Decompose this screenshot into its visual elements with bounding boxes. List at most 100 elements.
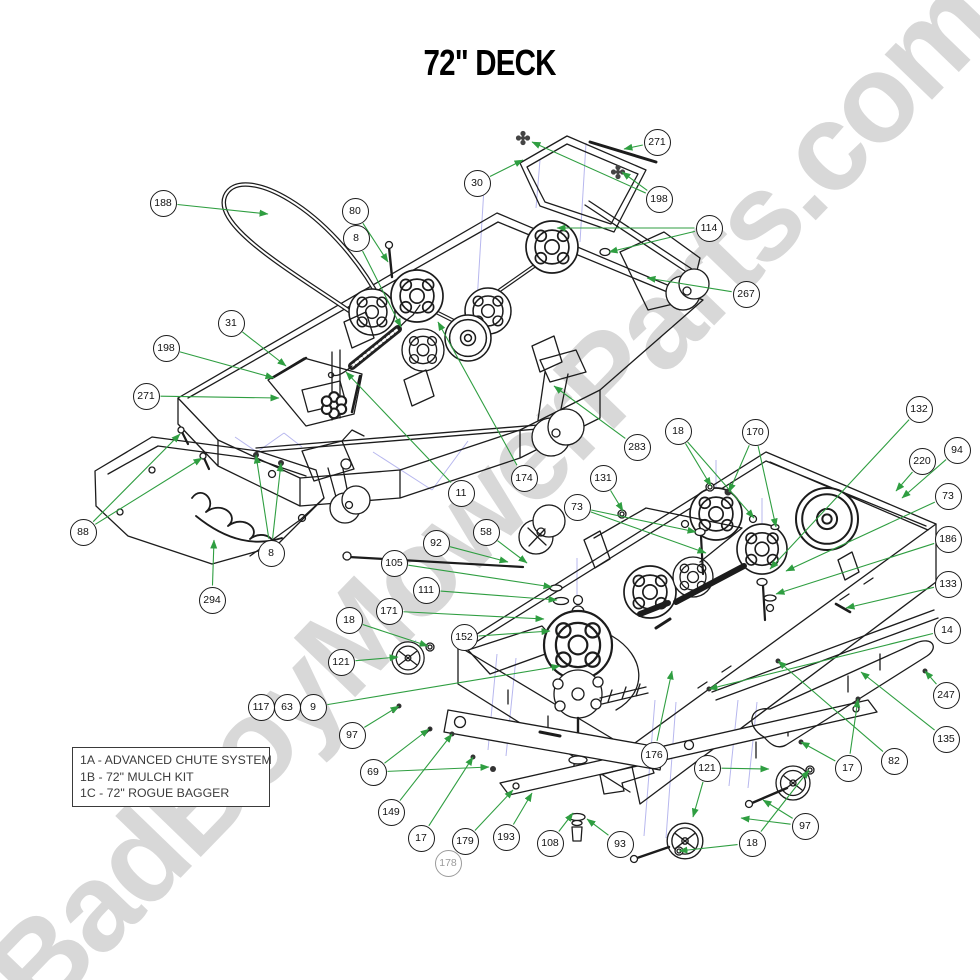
leader-line-93 — [586, 818, 609, 836]
tension-spring — [327, 304, 421, 379]
callout-97-2[interactable]: 97 — [791, 812, 819, 840]
callout-133[interactable]: 133 — [934, 570, 962, 598]
callout-247[interactable]: 247 — [932, 681, 960, 709]
callout-73-2[interactable]: 73 — [934, 482, 962, 510]
callout-30[interactable]: 30 — [463, 169, 491, 197]
callout-121[interactable]: 121 — [327, 648, 355, 676]
callout-9[interactable]: 9 — [299, 693, 327, 721]
callout-14[interactable]: 14 — [933, 616, 961, 644]
leader-line-58 — [497, 540, 528, 564]
callout-17-2[interactable]: 17 — [407, 824, 435, 852]
leader-line-176 — [656, 670, 674, 741]
page-title: 72" DECK — [423, 42, 557, 83]
leader-line-69 — [387, 763, 490, 772]
callout-179[interactable]: 179 — [451, 827, 479, 855]
callout-18-3[interactable]: 18 — [738, 829, 766, 857]
callout-271-2[interactable]: 271 — [132, 382, 160, 410]
leader-line-267 — [646, 275, 732, 293]
leader-line-294 — [210, 539, 218, 586]
leader-line-18 — [760, 769, 810, 832]
leader-line-18 — [684, 443, 712, 487]
callout-105[interactable]: 105 — [380, 549, 408, 577]
callout-58[interactable]: 58 — [472, 518, 500, 546]
leader-line-247 — [924, 670, 937, 685]
callout-111[interactable]: 111 — [412, 576, 440, 604]
center-spindle — [542, 594, 640, 777]
leader-line-8 — [253, 454, 270, 539]
callout-132[interactable]: 132 — [905, 395, 933, 423]
callout-121-2[interactable]: 121 — [693, 754, 721, 782]
leader-line-131 — [610, 490, 624, 512]
leader-line-121 — [721, 765, 770, 773]
callout-220[interactable]: 220 — [908, 447, 936, 475]
callout-69[interactable]: 69 — [359, 758, 387, 786]
callout-82[interactable]: 82 — [880, 747, 908, 775]
callout-117[interactable]: 117 — [247, 693, 275, 721]
leader-line-8 — [362, 250, 402, 328]
leader-line-92 — [449, 546, 509, 564]
leader-line-198 — [621, 171, 648, 191]
callout-283[interactable]: 283 — [623, 433, 651, 461]
chute-deflector — [515, 130, 658, 233]
callout-93[interactable]: 93 — [606, 830, 634, 858]
leader-line-121 — [691, 781, 704, 818]
leader-line-73 — [590, 511, 707, 554]
callout-73[interactable]: 73 — [563, 493, 591, 521]
callout-92[interactable]: 92 — [422, 529, 450, 557]
callout-94[interactable]: 94 — [943, 436, 971, 464]
leader-line-17 — [800, 741, 836, 762]
leader-line-179 — [474, 789, 514, 831]
callout-97[interactable]: 97 — [338, 721, 366, 749]
callout-171[interactable]: 171 — [375, 597, 403, 625]
callout-8-2[interactable]: 8 — [257, 539, 285, 567]
legend-rows: 1A - ADVANCED CHUTE SYSTEM 1B - 72" MULCH… — [80, 752, 272, 802]
callout-135[interactable]: 135 — [932, 725, 960, 753]
callout-131[interactable]: 131 — [589, 464, 617, 492]
leader-line-97 — [364, 705, 400, 728]
lower-pulleys — [623, 486, 860, 619]
callout-267[interactable]: 267 — [732, 280, 760, 308]
callout-188[interactable]: 188 — [149, 189, 177, 217]
leader-line-73 — [785, 501, 936, 572]
leader-line-170 — [757, 446, 778, 528]
callout-198[interactable]: 198 — [645, 185, 673, 213]
legend: 1A - ADVANCED CHUTE SYSTEM 1B - 72" MULCH… — [72, 747, 272, 807]
callout-176[interactable]: 176 — [640, 741, 668, 769]
leader-line-17 — [428, 756, 474, 827]
callout-149[interactable]: 149 — [377, 798, 405, 826]
leader-line-132 — [769, 419, 910, 570]
leader-line-108 — [558, 812, 574, 832]
callout-152[interactable]: 152 — [450, 623, 478, 651]
caster-wheels — [327, 349, 587, 524]
callout-18[interactable]: 18 — [664, 417, 692, 445]
leader-line-11 — [345, 371, 452, 483]
callout-108[interactable]: 108 — [536, 829, 564, 857]
leader-line-30 — [489, 159, 524, 178]
callout-198-2[interactable]: 198 — [152, 334, 180, 362]
callout-80[interactable]: 80 — [341, 197, 369, 225]
callout-186[interactable]: 186 — [934, 525, 962, 553]
callout-63[interactable]: 63 — [273, 693, 301, 721]
callout-31[interactable]: 31 — [217, 309, 245, 337]
idler-pin — [384, 240, 394, 279]
callout-11[interactable]: 11 — [447, 479, 475, 507]
callout-178[interactable]: 178 — [434, 849, 462, 877]
callout-17[interactable]: 17 — [834, 754, 862, 782]
callout-18-2[interactable]: 18 — [335, 606, 363, 634]
callout-114[interactable]: 114 — [695, 214, 723, 242]
leader-line-73 — [591, 509, 697, 534]
callout-88[interactable]: 88 — [69, 518, 97, 546]
callout-294[interactable]: 294 — [198, 586, 226, 614]
legend-item: 1B - 72" MULCH KIT — [80, 769, 194, 784]
callout-174[interactable]: 174 — [510, 464, 538, 492]
leader-line-220 — [895, 471, 913, 492]
callout-170[interactable]: 170 — [741, 418, 769, 446]
legend-item: 1A - ADVANCED CHUTE SYSTEM — [80, 753, 272, 767]
callout-8[interactable]: 8 — [342, 224, 370, 252]
leader-line-198 — [531, 141, 646, 194]
callout-193[interactable]: 193 — [492, 823, 520, 851]
callout-271[interactable]: 271 — [643, 128, 671, 156]
leader-line-152 — [478, 628, 551, 637]
skid-bar — [392, 703, 665, 772]
